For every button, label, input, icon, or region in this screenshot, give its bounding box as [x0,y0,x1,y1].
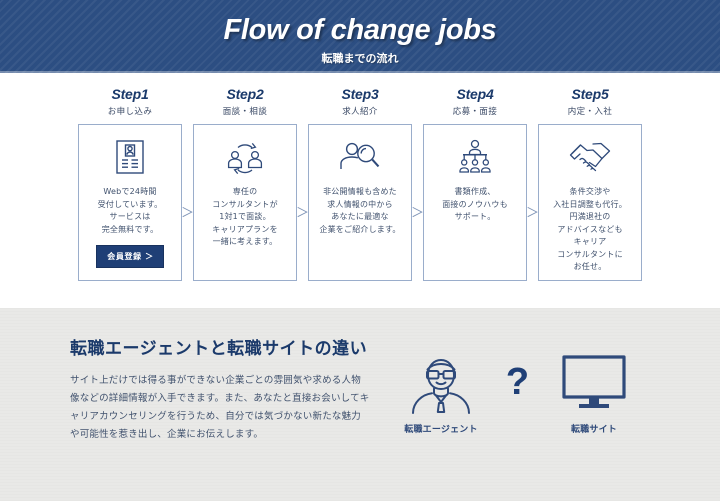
step-body-5: 条件交渉や 入社日調整も代行。 円満退社の アドバイスなども キャリア コンサル… [538,124,642,281]
step-separator-arrow-2: ＞ [296,206,310,221]
difference-body: サイト上だけでは得る事ができない企業ごとの雰囲気や求める人物像などの詳細情報が入… [70,375,370,440]
step-title: Step4 [456,86,494,102]
step-body-1: Webで24時間 受付しています。 サービスは 完全無料です。 会員登録 ＞ [78,124,182,281]
step-separator-arrow-1: ＞ [181,206,195,221]
step-separator-arrow-3: ＞ [411,206,425,221]
header-divider [0,71,720,73]
page-subtitle: 転職までの流れ [321,52,399,65]
step-description: 条件交渉や 入社日調整も代行。 円満退社の アドバイスなども キャリア コンサル… [553,187,627,271]
monitor-icon [561,346,627,418]
step-separator-arrow-4: ＞ [526,206,540,221]
comparison-label-agent: 転職エージェント [404,425,478,435]
comparison-icons: 転職エージェント ? 転職サイト [395,346,640,456]
step-card-4: Step4 応募・面接 [423,86,527,281]
interview-panel-icon [452,137,498,177]
step-body-2: 専任の コンサルタントが 1対1で面談。 キャリアプランを 一緒に考えます。 [193,124,297,281]
step-subtitle: 内定・入社 [567,107,613,117]
difference-text-block: 転職エージェントと転職サイトの違い サイト上だけでは得る事ができない企業ごとの雰… [70,334,370,444]
agent-person-icon [410,346,472,418]
page-title: Flow of change jobs [223,14,497,46]
step-card-3: Step3 求人紹介 非公開情報も含めた 求人情報の中から あなたに最適な 企業… [308,86,412,281]
two-people-exchange-icon [222,137,268,177]
application-form-icon [107,137,153,177]
step-description: 専任の コンサルタントが 1対1で面談。 キャリアプランを 一緒に考えます。 [212,187,278,246]
person-magnifier-icon [337,137,383,177]
step-subtitle: お申し込み [107,107,153,117]
step-card-2: Step2 面談・相談 専任の コンサルタントが 1対1で面談。 キャ [193,86,297,281]
step-description: 書類作成、 面接のノウハウも サポート。 [442,187,508,221]
page-header: Flow of change jobs 転職までの流れ [0,0,720,73]
step-description: 非公開情報も含めた 求人情報の中から あなたに最適な 企業をご紹介します。 [319,187,401,234]
step-subtitle: 求人紹介 [342,107,378,117]
comparison-item-site: 転職サイト [548,346,640,435]
handshake-icon [567,137,613,177]
step-title: Step5 [571,86,609,102]
step-card-5: Step5 内定・入社 条件交渉や 入社日調整も代行。 円満退社の アドバイスな… [538,86,642,281]
steps-row: Step1 お申し込み [78,86,642,282]
step-body-3: 非公開情報も含めた 求人情報の中から あなたに最適な 企業をご紹介します。 [308,124,412,281]
difference-heading: 転職エージェントと転職サイトの違い [70,339,368,359]
step-title: Step3 [341,86,379,102]
step-card-1: Step1 お申し込み [78,86,182,281]
difference-section: 転職エージェントと転職サイトの違い サイト上だけでは得る事ができない企業ごとの雰… [0,308,720,501]
step-title: Step2 [226,86,264,102]
step-description: Webで24時間 受付しています。 サービスは 完全無料です。 [97,187,163,234]
step-title: Step1 [111,86,149,102]
comparison-label-site: 転職サイト [570,425,617,435]
signup-button[interactable]: 会員登録 ＞ [96,245,164,268]
step-body-4: 書類作成、 面接のノウハウも サポート。 [423,124,527,281]
comparison-item-agent: 転職エージェント [395,346,487,435]
step-subtitle: 応募・面接 [452,107,498,117]
step-subtitle: 面談・相談 [222,107,268,117]
question-mark-icon: ? [505,360,530,403]
